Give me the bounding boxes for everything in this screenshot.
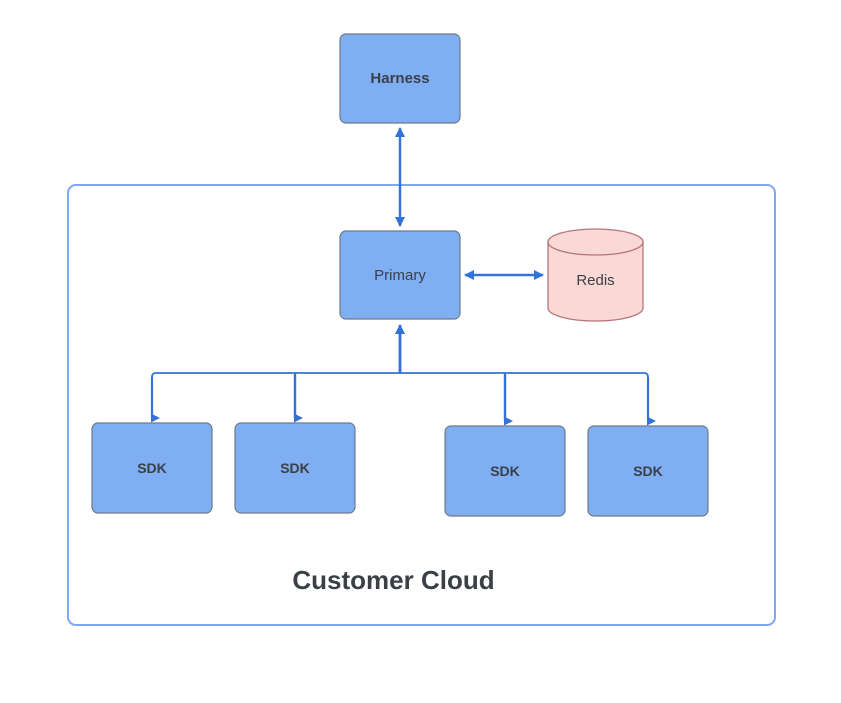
node-sdk-3[interactable] xyxy=(444,425,566,517)
node-harness[interactable] xyxy=(339,33,461,124)
node-primary[interactable] xyxy=(339,230,461,320)
sdk-bus-line xyxy=(151,372,649,379)
node-sdk-1[interactable] xyxy=(91,422,213,514)
node-sdk-2[interactable] xyxy=(234,422,356,514)
node-sdk-4[interactable] xyxy=(587,425,709,517)
node-redis[interactable] xyxy=(547,228,644,322)
